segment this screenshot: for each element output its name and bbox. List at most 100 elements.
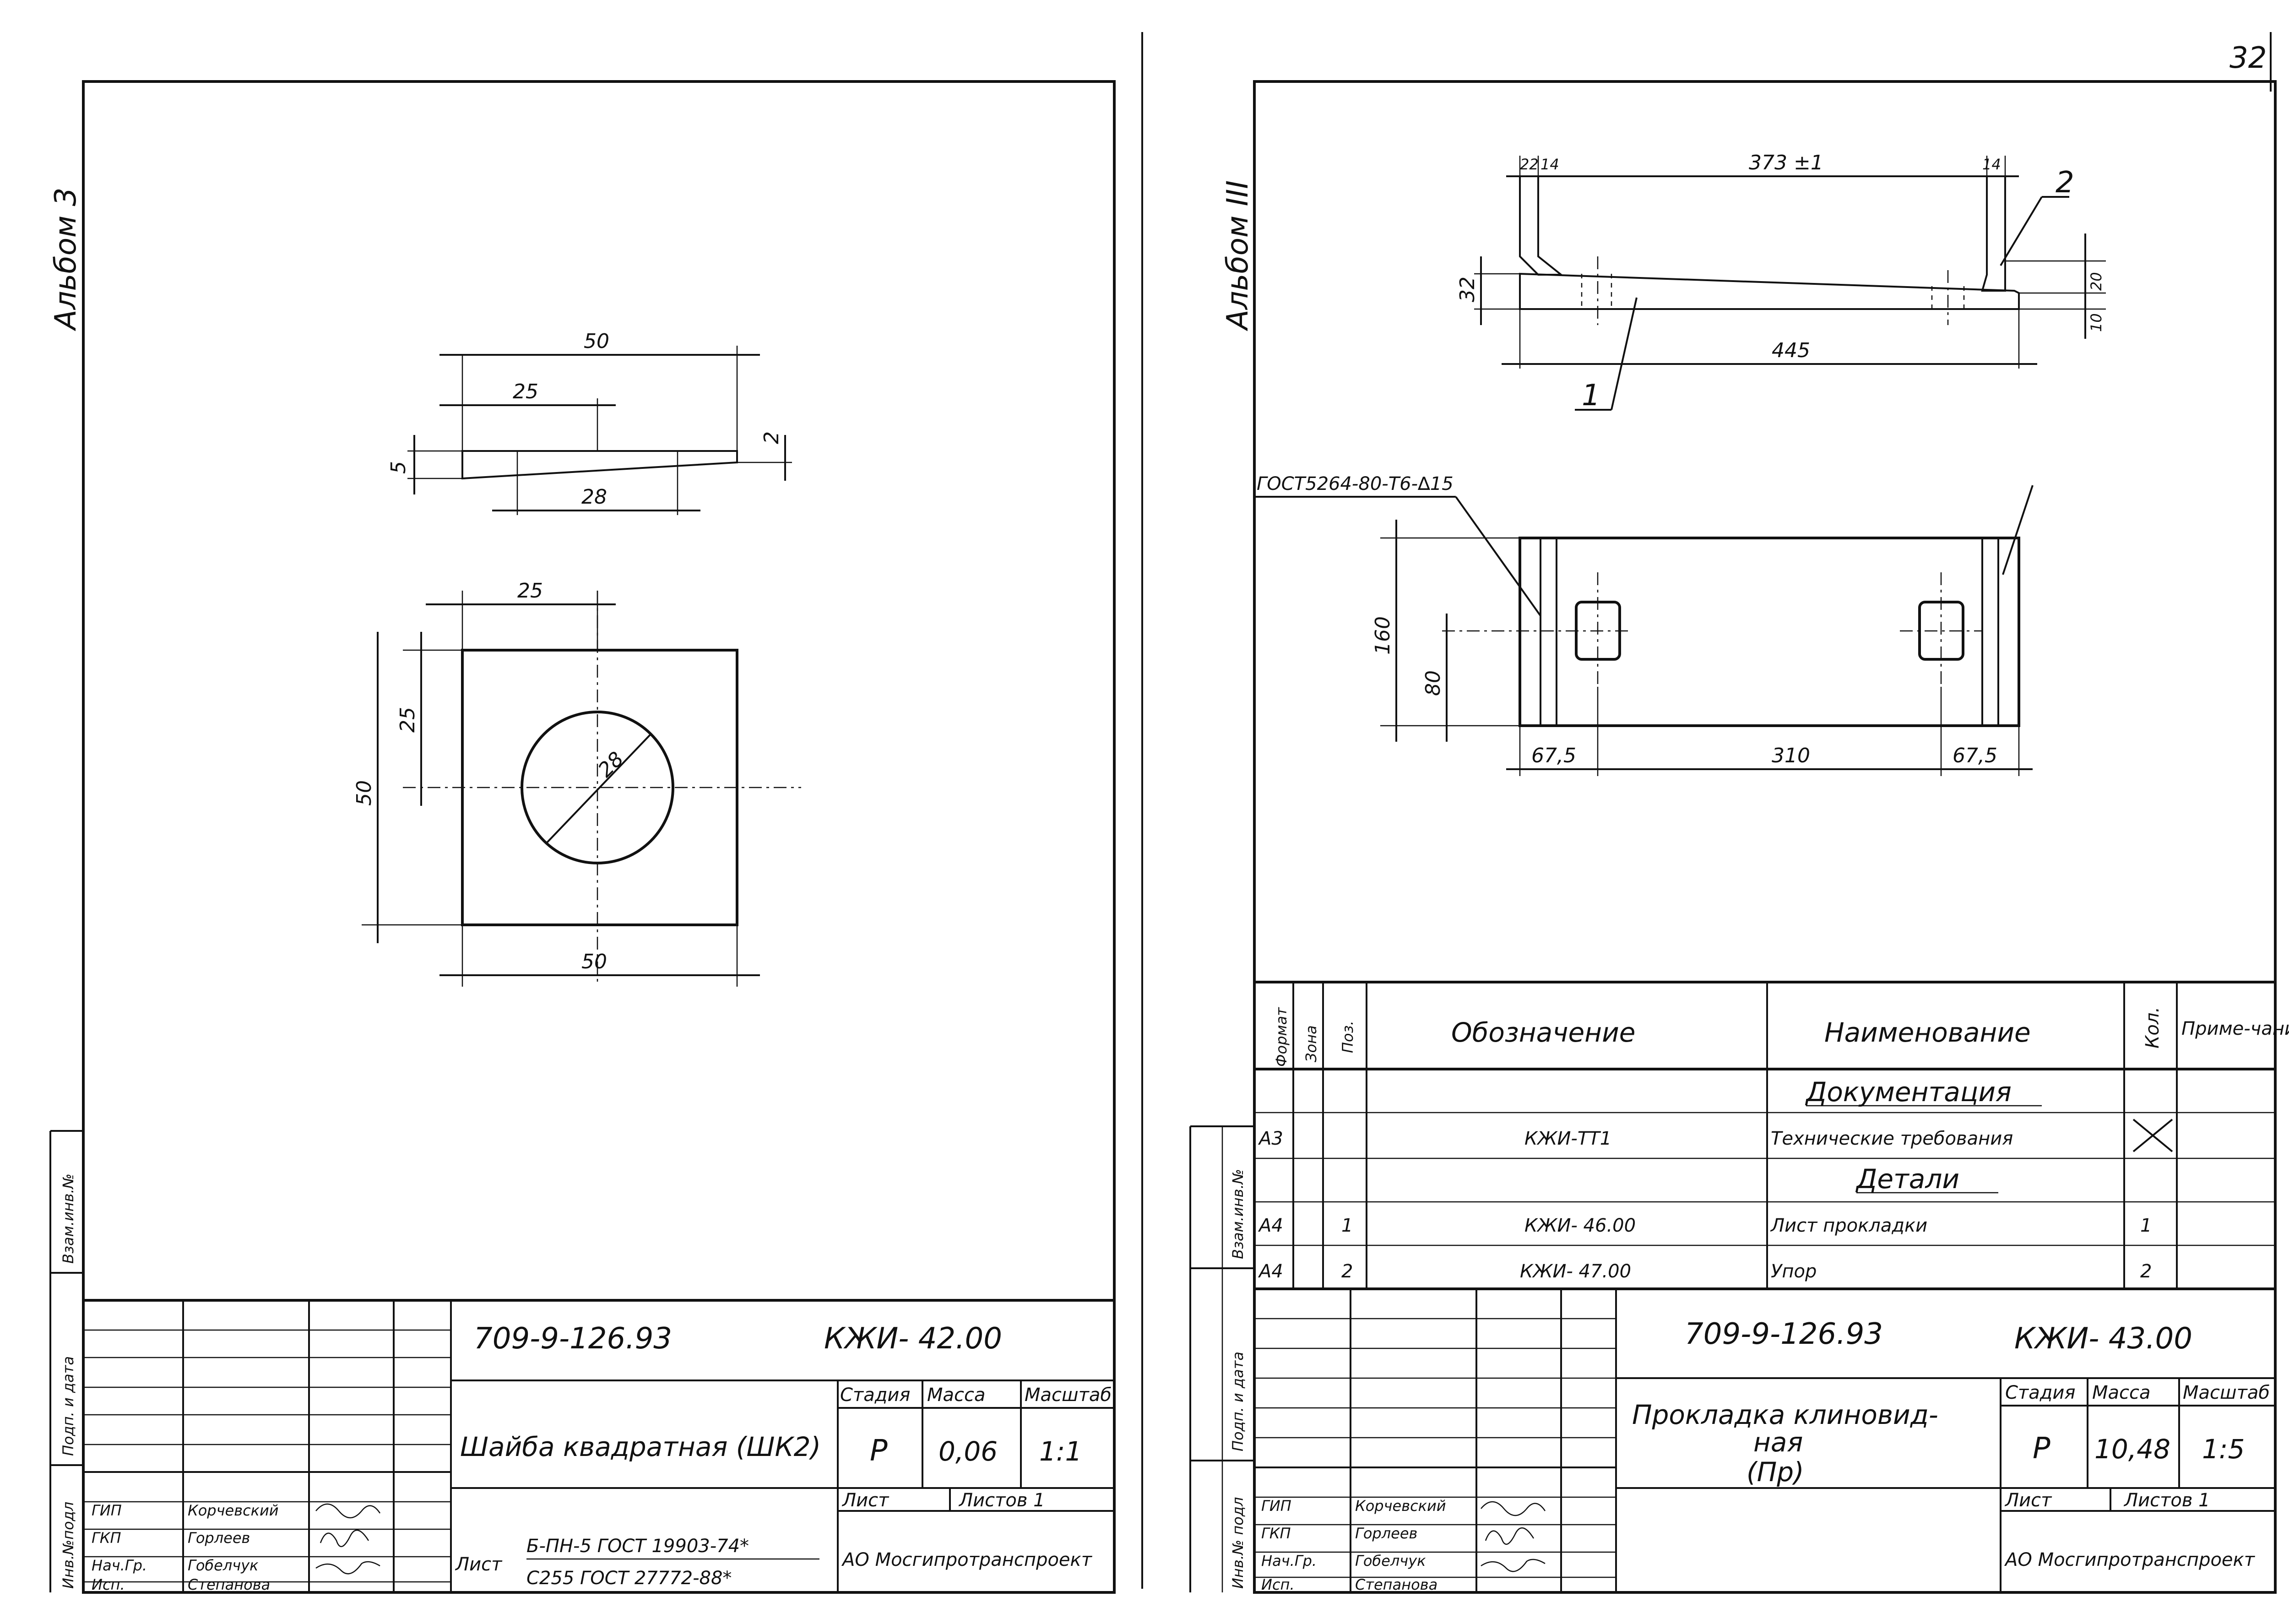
signature-4 <box>1481 1501 1546 1516</box>
left-margin-label-2: Подп. и дата <box>60 1356 77 1456</box>
left-name-3: Степанова <box>188 1576 270 1593</box>
spec-header-designation: Обозначение <box>1451 1017 1635 1048</box>
dim-plan-67-5-right: 67,5 <box>1953 744 1997 767</box>
washer-section-view: 50 25 28 5 2 <box>387 330 792 515</box>
spec-row-1-name: Лист прокладки <box>1770 1215 1927 1236</box>
spec-header-qty: Кол. <box>2142 1007 2163 1048</box>
left-role-0: ГИП <box>92 1502 122 1519</box>
right-drawing-code: КЖИ- 43.00 <box>2014 1322 2192 1356</box>
right-name-2: Гобелчук <box>1355 1552 1426 1570</box>
spec-row-0-designation: КЖИ-ТТ1 <box>1524 1128 1611 1149</box>
signature-6 <box>1481 1559 1546 1572</box>
left-margin-label-3: Инв.№подл <box>60 1502 77 1589</box>
spec-section-docs: Документация <box>1805 1076 2012 1108</box>
left-mass: 0,06 <box>938 1436 998 1467</box>
right-stage-header: Стадия <box>2005 1382 2075 1403</box>
spec-row-0-name: Технические требования <box>1771 1128 2013 1149</box>
dim-plan-67-5-left: 67,5 <box>1531 744 1576 767</box>
dim-plan-310: 310 <box>1772 744 1810 767</box>
left-mass-header: Масса <box>927 1385 986 1406</box>
right-role-1: ГКП <box>1261 1525 1291 1542</box>
left-sheet-label: Лист <box>841 1490 890 1511</box>
spec-table: Формат Зона Поз. Обозначение Наименовани… <box>1254 981 2289 1290</box>
dim-elev-14a: 14 <box>1540 156 1559 173</box>
left-scale: 1:1 <box>1039 1436 1082 1467</box>
spec-section-parts: Детали <box>1855 1163 1959 1195</box>
dim-section-5: 5 <box>387 461 410 474</box>
right-mass-header: Масса <box>2092 1382 2151 1403</box>
dim-section-50: 50 <box>584 330 609 353</box>
left-stage-header: Стадия <box>840 1385 910 1406</box>
spec-row-2-pos: 2 <box>1341 1261 1353 1282</box>
right-margin-label-1: Взам.инв.№ <box>1229 1169 1247 1259</box>
dim-plan-160: 160 <box>1371 616 1394 655</box>
right-album-label: Альбом III <box>1221 180 1255 331</box>
left-role-3: Исп. <box>92 1576 125 1593</box>
signature-1 <box>315 1503 381 1519</box>
weld-note: ГОСТ5264-80-Т6-∆15 <box>1257 473 1454 494</box>
dim-plan-28: 28 <box>594 747 629 782</box>
right-margin-label-3: Инв.№ подл <box>1229 1497 1247 1589</box>
signature-3 <box>315 1561 380 1575</box>
wedge-plan-view: ГОСТ5264-80-Т6-∆15 160 80 <box>1254 473 2034 776</box>
spec-header-pos: Поз. <box>1339 1021 1356 1053</box>
left-margin-label-1: Взам.инв.№ <box>60 1173 77 1264</box>
left-material-label: Лист <box>455 1554 503 1575</box>
right-part-name-2: ная <box>1753 1427 1803 1458</box>
right-sheet: Альбом III Взам.инв.№ Подп. и дата Инв.№… <box>1189 80 2289 1594</box>
dim-plan-left-25: 25 <box>396 707 419 733</box>
right-part-name-1: Прокладка клиновид- <box>1632 1399 1938 1430</box>
signature-2 <box>320 1529 369 1547</box>
left-name-0: Корчевский <box>188 1502 279 1519</box>
left-part-name: Шайба квадратная (ШК2) <box>460 1431 821 1462</box>
left-name-1: Горлеев <box>188 1529 250 1547</box>
spec-row-2-designation: КЖИ- 47.00 <box>1520 1261 1631 1282</box>
dim-elev-14b: 14 <box>1982 156 2001 173</box>
spec-header-zone: Зона <box>1302 1025 1320 1062</box>
dim-elev-20: 20 <box>2088 272 2105 291</box>
right-scale: 1:5 <box>2202 1434 2245 1465</box>
right-margin-label-2: Подп. и дата <box>1229 1352 1247 1451</box>
dim-section-25: 25 <box>513 380 538 403</box>
spec-row-1-pos: 1 <box>1341 1215 1353 1236</box>
left-sheet: Альбом 3 Взам.инв.№ Подп. и дата Инв.№по… <box>49 80 1116 1594</box>
left-album-label: Альбом 3 <box>49 188 83 331</box>
spec-header-note: Приме-чание <box>2181 1018 2289 1039</box>
left-org: АО Мосгипротранспроект <box>841 1549 1093 1570</box>
dim-elev-32: 32 <box>1456 277 1479 302</box>
dim-plan-top-25: 25 <box>517 579 543 603</box>
left-sheets-label: Листов 1 <box>958 1490 1045 1511</box>
callout-pos-1: 1 <box>1582 379 1600 413</box>
spec-header-name: Наименование <box>1824 1017 2031 1048</box>
right-stage: Р <box>2033 1432 2050 1466</box>
right-sheet-label: Лист <box>2004 1490 2052 1511</box>
dim-elev-373: 373 ±1 <box>1749 151 1823 174</box>
right-sheets-label: Листов 1 <box>2123 1490 2210 1511</box>
dim-plan-bottom-50: 50 <box>581 950 607 973</box>
page-number: 32 <box>2229 41 2267 75</box>
right-org: АО Мосгипротранспроект <box>2004 1549 2256 1570</box>
left-role-2: Нач.Гр. <box>92 1557 147 1574</box>
right-role-3: Исп. <box>1261 1576 1295 1593</box>
left-material-line-1: Б-ПН-5 ГОСТ 19903-74* <box>526 1536 749 1557</box>
right-name-3: Степанова <box>1355 1576 1437 1593</box>
right-title-block: ГИП ГКП Нач.Гр. Исп. Корчевский Горлеев … <box>1254 1289 2275 1593</box>
right-scale-header: Масштаб <box>2183 1382 2270 1403</box>
right-frame <box>1253 80 2277 1594</box>
washer-plan-view: 28 25 25 50 50 <box>353 579 801 987</box>
left-material-line-2: С255 ГОСТ 27772-88* <box>526 1568 732 1589</box>
wedge-plate <box>1519 537 2020 727</box>
dim-section-2: 2 <box>760 431 783 444</box>
spec-row-1-designation: КЖИ- 46.00 <box>1524 1215 1636 1236</box>
spec-row-2-qty: 2 <box>2140 1261 2152 1282</box>
left-name-2: Гобелчук <box>188 1557 259 1574</box>
callout-pos-2: 2 <box>2056 166 2074 200</box>
signature-5 <box>1485 1527 1535 1545</box>
spec-row-0-format: А3 <box>1258 1128 1283 1149</box>
dim-elev-10: 10 <box>2088 313 2105 332</box>
spec-header-format: Формат <box>1273 1007 1290 1067</box>
right-mass: 10,48 <box>2094 1434 2170 1465</box>
right-doc-code: 709-9-126.93 <box>1685 1317 1883 1351</box>
right-role-2: Нач.Гр. <box>1261 1552 1317 1570</box>
